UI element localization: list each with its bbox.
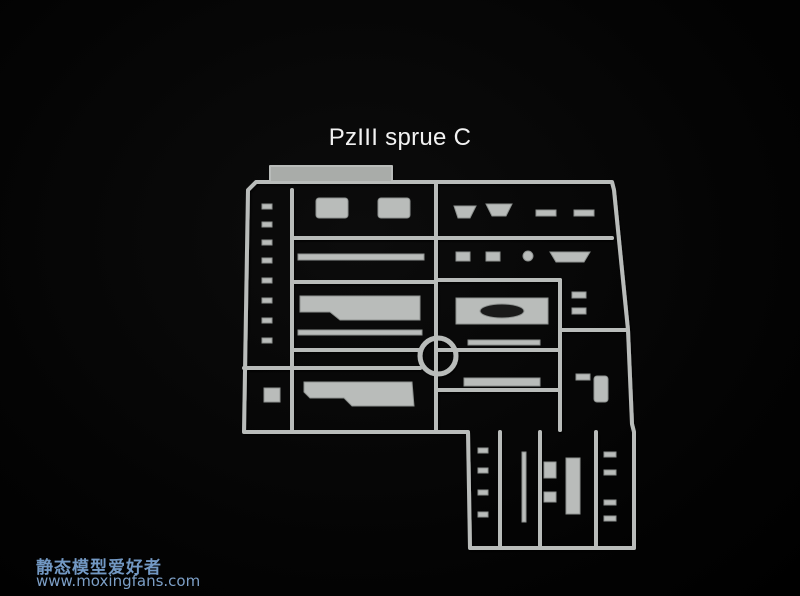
photo-caption: PzIII sprue C <box>328 124 472 151</box>
watermark-site-name: 静态模型爱好者 <box>36 558 162 578</box>
sprue-frame <box>242 165 636 550</box>
sprue-parts <box>261 197 617 523</box>
watermark-url: www.moxingfans.com <box>36 572 201 590</box>
